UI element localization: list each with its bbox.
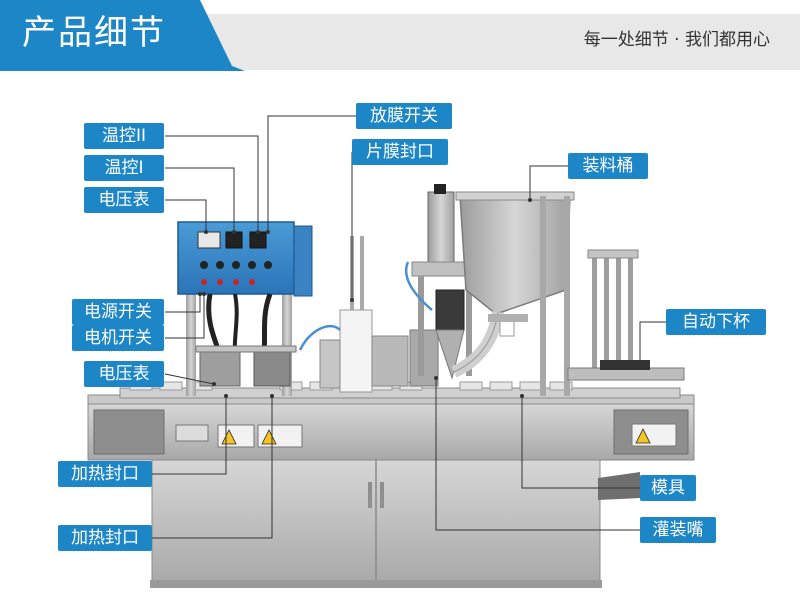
label-heat-seal-1: 加热封口 (58, 461, 152, 487)
filling-valve (435, 289, 465, 331)
label-hopper: 装料桶 (568, 153, 648, 179)
knob-4 (248, 261, 256, 269)
label-heat-seal-2: 加热封口 (58, 525, 152, 551)
cabinet-handle-right (380, 482, 384, 508)
heat-seal-head-2 (253, 351, 291, 387)
label-power-switch: 电源开关 (72, 299, 164, 325)
label-temp-controller-2: 温控II (84, 123, 164, 149)
film-sealing-unit (339, 309, 373, 393)
knob-2 (216, 261, 224, 269)
header-slogan: 每一处细节 · 我们都用心 (583, 30, 770, 50)
label-filling-nozzle: 灌装嘴 (640, 517, 716, 543)
heat-seal-head-1 (199, 349, 241, 387)
page-title: 产品细节 (22, 13, 166, 53)
cup-exit-chute (598, 472, 640, 500)
label-mold: 模具 (640, 475, 696, 501)
cabinet-handle-left (368, 482, 372, 508)
knob-3 (232, 261, 240, 269)
label-motor-switch: 电机开关 (72, 325, 164, 351)
label-voltmeter-top: 电压表 (84, 187, 164, 213)
left-end-panel (93, 409, 165, 455)
control-box-side (293, 225, 313, 297)
temp-controller-2-display (249, 231, 267, 249)
header-title-block (0, 0, 232, 66)
auto-cup-dropper (567, 249, 685, 381)
label-voltmeter-bottom: 电压表 (84, 361, 164, 387)
label-film-release-switch: 放膜开关 (356, 103, 452, 129)
voltmeter-display (197, 231, 221, 249)
label-film-sealing: 片膜封口 (352, 139, 448, 165)
label-temp-controller-1: 温控I (84, 155, 164, 181)
temp-controller-1-display (225, 231, 243, 249)
header-accent-stripe (0, 66, 245, 71)
hopper (459, 195, 571, 315)
label-auto-cup-drop: 自动下杯 (666, 309, 766, 335)
page-header: 产品细节 每一处细节 · 我们都用心 (0, 0, 800, 78)
film-roll-post-2 (360, 236, 364, 316)
pneumatic-cylinder (427, 191, 455, 263)
nameplate (175, 424, 209, 442)
film-roll-post-1 (350, 236, 354, 316)
knob-5 (264, 261, 272, 269)
knob-1 (200, 261, 208, 269)
